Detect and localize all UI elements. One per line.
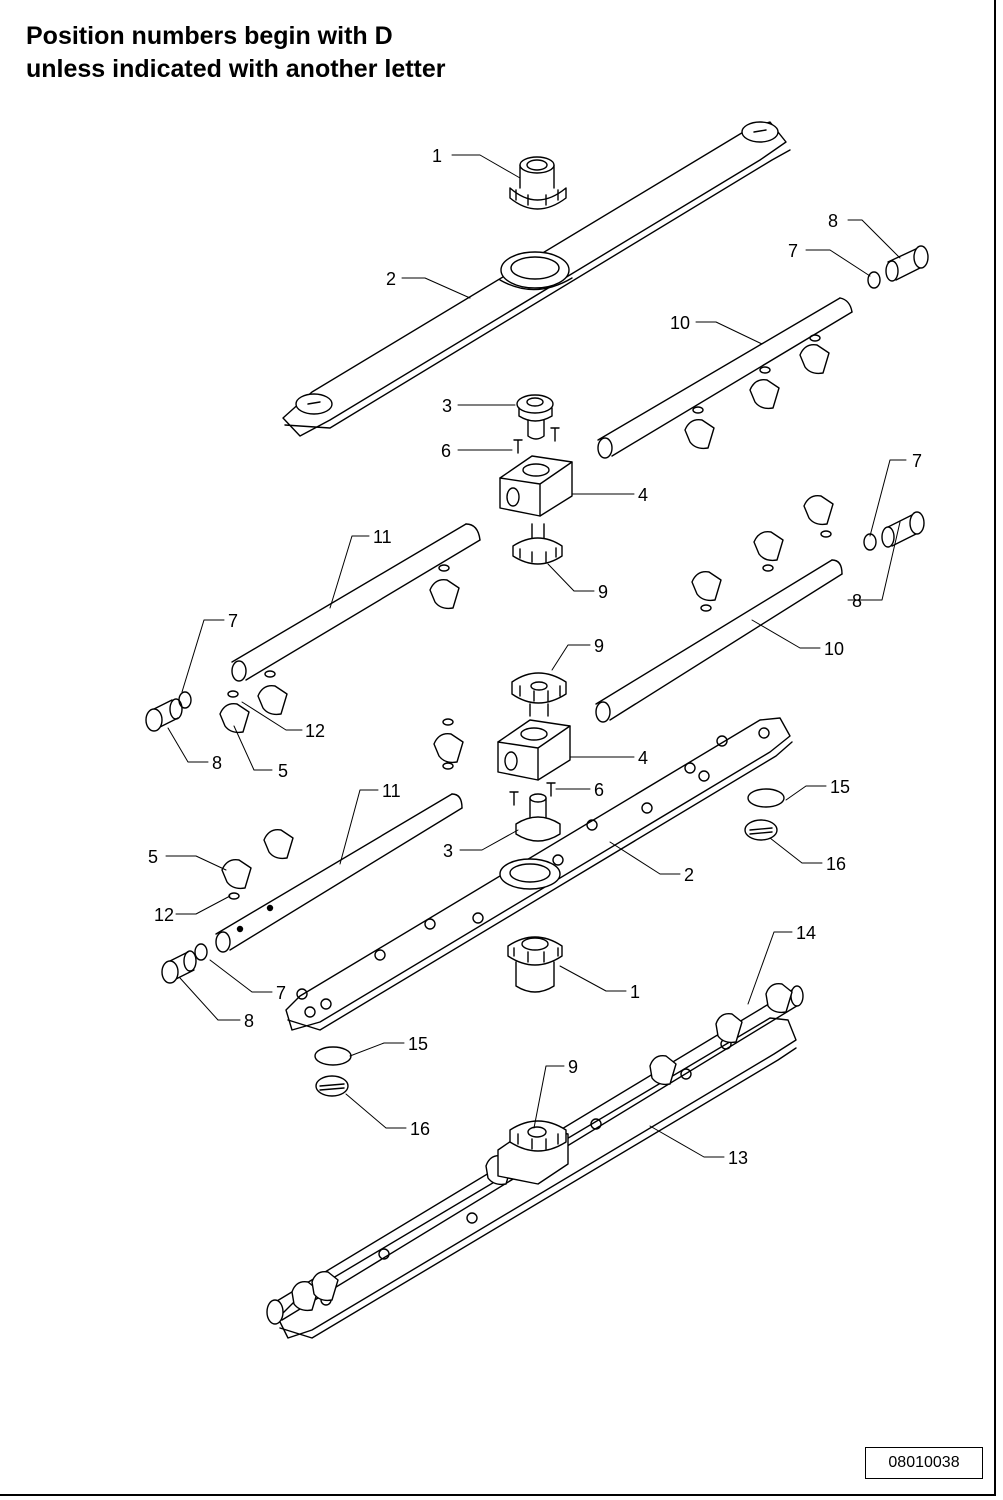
lower-spray-arm bbox=[285, 717, 793, 1031]
callout-label: 14 bbox=[796, 923, 816, 943]
callout-label: 2 bbox=[684, 865, 694, 885]
pipe-part-10-middle bbox=[595, 559, 843, 723]
callout-label: 3 bbox=[443, 841, 453, 861]
callout-label: 3 bbox=[442, 396, 452, 416]
page-heading: Position numbers begin with D unless ind… bbox=[26, 20, 446, 86]
callout-label: 7 bbox=[788, 241, 798, 261]
callout-label: 10 bbox=[670, 313, 690, 333]
knob-part-9-assembly bbox=[497, 1120, 569, 1185]
upper-spray-arm bbox=[282, 121, 791, 437]
ring-and-plug-middle-right bbox=[863, 511, 925, 551]
callout-label: 12 bbox=[154, 905, 174, 925]
callout-leader-lines bbox=[165, 154, 907, 1158]
callout-label: 13 bbox=[728, 1148, 748, 1168]
callout-label: 6 bbox=[441, 441, 451, 461]
callout-label: 5 bbox=[148, 847, 158, 867]
screws-part-6-lower bbox=[509, 782, 556, 806]
callout-label: 1 bbox=[630, 982, 640, 1002]
callout-label: 8 bbox=[852, 591, 862, 611]
pipe-part-10-upper bbox=[597, 297, 853, 459]
document-number-box: 08010038 bbox=[865, 1447, 983, 1479]
heading-line-1: Position numbers begin with D bbox=[26, 22, 393, 50]
callout-label: 16 bbox=[826, 854, 846, 874]
nut-part-1-upper bbox=[509, 156, 567, 210]
callout-label: 9 bbox=[594, 636, 604, 656]
clips-part-5-middle-right bbox=[691, 495, 834, 612]
manifold-block-part-4-upper bbox=[499, 455, 573, 517]
callout-label: 16 bbox=[410, 1119, 430, 1139]
callout-label: 8 bbox=[212, 753, 222, 773]
callout-label: 1 bbox=[432, 146, 442, 166]
knob-part-9-upper bbox=[512, 523, 563, 565]
callout-label: 4 bbox=[638, 748, 648, 768]
ring-and-plug-upper-left bbox=[145, 691, 192, 732]
clips-part-5-upper-right bbox=[684, 334, 830, 450]
manifold-block-part-4-lower bbox=[497, 719, 571, 781]
hub-part-3-lower bbox=[515, 793, 561, 842]
callout-label: 10 bbox=[824, 639, 844, 659]
callout-label: 8 bbox=[244, 1011, 254, 1031]
callout-label: 15 bbox=[408, 1034, 428, 1054]
clips-part-5-lower-left bbox=[221, 829, 294, 900]
callout-label: 7 bbox=[912, 451, 922, 471]
clips-part-5-upper-left bbox=[219, 564, 460, 734]
callout-label: 11 bbox=[382, 781, 401, 801]
ring-and-plug-lower-left bbox=[161, 943, 208, 984]
callout-label: 15 bbox=[830, 777, 850, 797]
ring-and-cap-right bbox=[744, 788, 785, 841]
callout-label: 7 bbox=[276, 983, 286, 1003]
callout-label: 5 bbox=[278, 761, 288, 781]
screws-part-6-upper bbox=[513, 427, 560, 454]
callout-label: 11 bbox=[373, 527, 392, 547]
callout-label: 4 bbox=[638, 485, 648, 505]
nut-part-1-lower bbox=[507, 936, 563, 993]
callout-label: 2 bbox=[386, 269, 396, 289]
clip-part-5-middle-center bbox=[433, 718, 464, 770]
callout-label: 6 bbox=[594, 780, 604, 800]
pipe-part-11-lower bbox=[215, 793, 463, 953]
heading-line-2: unless indicated with another letter bbox=[26, 55, 446, 83]
knob-part-9-middle bbox=[511, 672, 567, 717]
hub-part-3-upper bbox=[516, 394, 554, 440]
callout-label: 7 bbox=[228, 611, 238, 631]
callout-numbers: 1 2 3 6 4 9 8 7 10 7 8 11 10 7 12 8 5 9 … bbox=[148, 146, 922, 1168]
callout-label: 9 bbox=[568, 1057, 578, 1077]
callout-label: 9 bbox=[598, 582, 608, 602]
ring-and-cap-left bbox=[314, 1046, 352, 1097]
callout-label: 12 bbox=[305, 721, 325, 741]
pipe-part-11-upper bbox=[231, 523, 481, 682]
ring-and-plug-upper-right bbox=[867, 245, 929, 289]
callout-label: 8 bbox=[828, 211, 838, 231]
